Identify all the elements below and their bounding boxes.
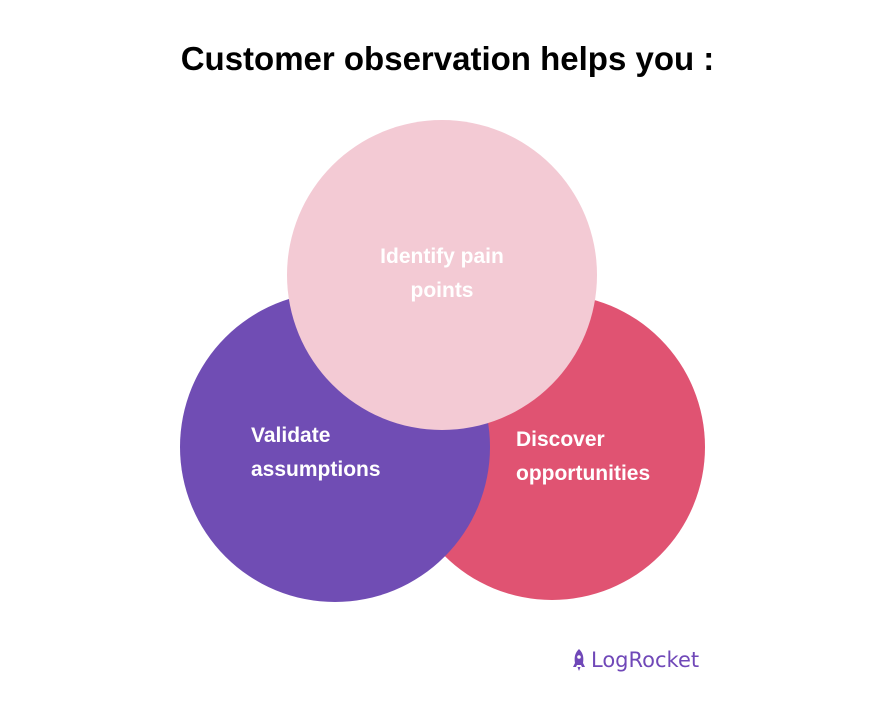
circle-identify-pain-points [287, 120, 597, 430]
label-line: Validate [251, 424, 331, 447]
label-identify-pain-points: Identify pain points [342, 240, 542, 308]
label-line: Discover [516, 428, 605, 451]
logo-text: LogRocket [591, 648, 700, 672]
logrocket-logo: LogRocket [571, 648, 699, 672]
label-line: opportunities [516, 462, 651, 485]
label-validate-assumptions: Validate assumptions [251, 419, 381, 487]
label-line: Identify pain [380, 245, 504, 268]
label-discover-opportunities: Discover opportunities [516, 423, 650, 491]
rocket-icon [573, 649, 585, 671]
label-line: assumptions [251, 458, 381, 481]
label-line: points [410, 279, 474, 302]
diagram-title: Customer observation helps you : [180, 40, 715, 77]
